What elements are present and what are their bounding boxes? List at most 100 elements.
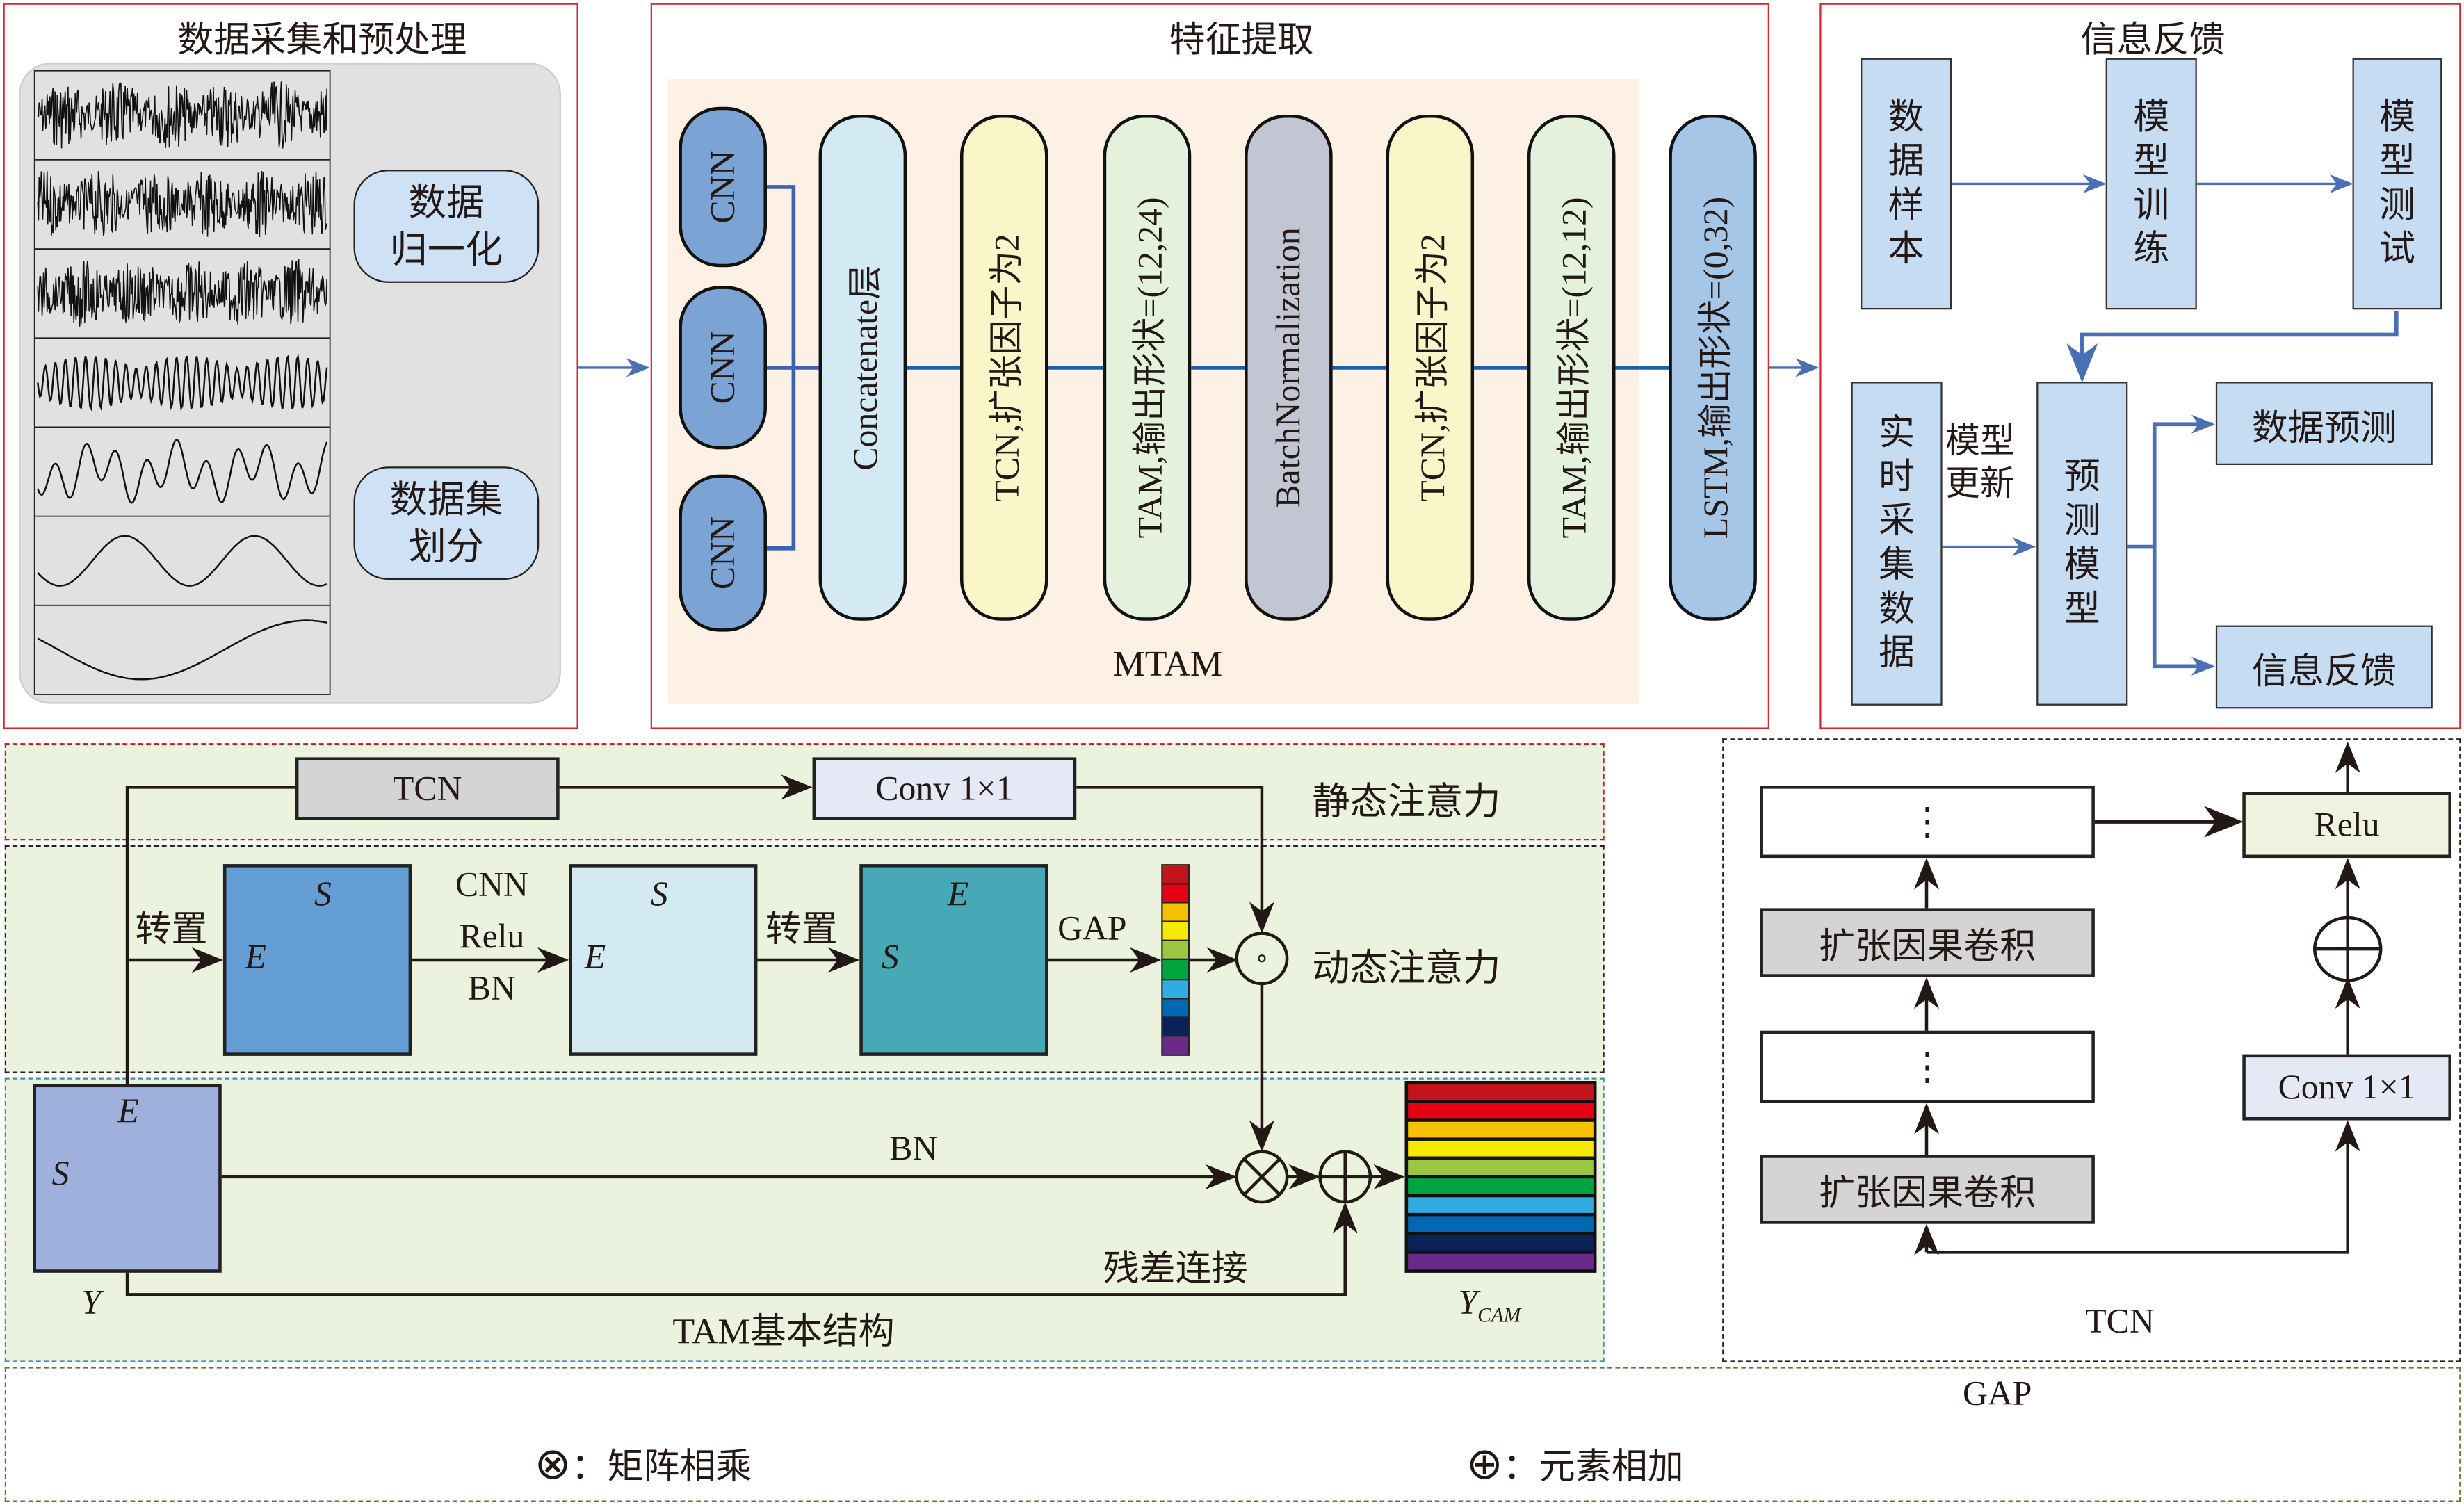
dilated-conv-label: 扩张因果卷积 (1819, 927, 2036, 968)
vertical-char: 模 (2133, 97, 2170, 138)
y-cam-stripe (1408, 1235, 1594, 1251)
cnn-block-3[interactable]: CNN (679, 474, 767, 632)
static-tcn-box[interactable]: TCN (295, 757, 560, 820)
realtime-data-box[interactable]: 实时采集数据 (1851, 382, 1943, 706)
bn-label: BN (889, 1128, 938, 1168)
data-sample-box[interactable]: 数据样本 (1861, 58, 1952, 310)
prediction-model-box[interactable]: 预测模型 (2036, 382, 2128, 706)
info-feedback-box[interactable]: 信息反馈 (2215, 625, 2433, 709)
dilated-conv-label: 扩张因果卷积 (1819, 1173, 2036, 1215)
dynamic-matrix-2[interactable]: S E (569, 864, 758, 1056)
feature-title: 特征提取 (1169, 20, 1314, 62)
dynamic-attention-label: 动态注意力 (1312, 945, 1501, 990)
relu-box[interactable]: Relu (2242, 792, 2451, 859)
gap-vector-cell (1162, 865, 1188, 885)
y-cam-stripe (1408, 1121, 1594, 1138)
vertical-char: 试 (2378, 229, 2415, 270)
input-matrix-y[interactable]: E S (33, 1084, 222, 1273)
tcn-conv-label: Conv 1×1 (2278, 1066, 2416, 1107)
vertical-char: 预 (2064, 457, 2100, 498)
normalize-button[interactable]: 数据 归一化 (353, 170, 540, 283)
arrow-test-to-model (2066, 311, 2399, 383)
layer-batchnorm[interactable]: BatchNormalization (1245, 114, 1333, 621)
oplus-icon: ⊕ (1466, 1438, 1503, 1490)
cnn-block-1[interactable]: CNN (679, 106, 767, 268)
ellipsis-icon: ⋮ (1908, 802, 1947, 843)
tcn-conv-box[interactable]: Conv 1×1 (2242, 1054, 2451, 1121)
gap-vector-cell (1162, 922, 1188, 942)
vertical-char: 测 (2064, 501, 2100, 542)
y-cam-stripe (1408, 1103, 1594, 1119)
dynamic-matrix-1[interactable]: S E (222, 864, 412, 1056)
layer-concatenate[interactable]: Concatenate层 (818, 114, 907, 621)
axis-s-label: S (881, 936, 899, 976)
preprocess-title: 数据采集和预处理 (177, 20, 467, 62)
layer-lstm[interactable]: LSTM,输出形状=(0,32) (1669, 114, 1757, 621)
gap-vector-cell (1162, 904, 1188, 923)
legend-gap-label: GAP (1962, 1373, 2032, 1413)
vertical-char: 集 (1879, 545, 1915, 587)
dilated-causal-conv-2[interactable]: 扩张因果卷积 (1760, 1155, 2095, 1224)
axis-e-label: E (584, 936, 606, 976)
gap-vector-cell (1162, 941, 1188, 961)
cnn-relu-bn-ops: CNN Relu BN (455, 858, 528, 1014)
axis-s-label: S (314, 873, 332, 913)
tcn-ellipsis-block-2[interactable]: ⋮ (1760, 1030, 2095, 1103)
gap-vector-cell (1162, 979, 1188, 999)
y-cam-stripe (1408, 1253, 1594, 1270)
vertical-char: 测 (2378, 185, 2415, 227)
static-conv-box[interactable]: Conv 1×1 (812, 757, 1077, 820)
tam-basic-title: TAM基本结构 (672, 1301, 894, 1354)
signal-frame (33, 70, 331, 695)
gap-vector (1161, 864, 1190, 1056)
vertical-char: 本 (1888, 229, 1924, 270)
data-prediction-box[interactable]: 数据预测 (2215, 382, 2433, 466)
vertical-char: 型 (2064, 589, 2100, 631)
tcn-ellipsis-block-1[interactable]: ⋮ (1760, 786, 2095, 859)
layer-tam-1[interactable]: TAM,输出形状=(12,24) (1103, 114, 1192, 621)
gap-vector-cell (1162, 961, 1188, 980)
legend-matmul: ⊗：矩阵相乘 (534, 1436, 752, 1490)
relu-label: Relu (2314, 804, 2380, 844)
layer-tam-2[interactable]: TAM,输出形状=(12,12) (1527, 114, 1616, 621)
tcn-skip-path (1927, 1120, 2360, 1254)
signal-waveform-4 (37, 353, 328, 412)
axis-e-label: E (245, 936, 266, 976)
signal-waveform-2 (37, 171, 327, 237)
y-to-static-tcn (125, 786, 295, 1084)
vertical-char: 数 (1879, 589, 1915, 631)
legend-region (4, 1367, 2461, 1502)
vertical-char: 据 (1888, 141, 1924, 183)
y-cam-stripe (1408, 1160, 1594, 1175)
transpose-label-1: 转置 (135, 909, 208, 951)
gap-label: GAP (1057, 908, 1127, 947)
vertical-char: 采 (1879, 501, 1915, 542)
static-attention-label: 静态注意力 (1312, 779, 1501, 824)
legend-add: ⊕：元素相加 (1466, 1436, 1684, 1490)
layer-tcn-1[interactable]: TCN,扩张因子为2 (959, 114, 1048, 621)
split-dataset-button[interactable]: 数据集 划分 (353, 466, 540, 580)
vertical-char: 数 (1888, 97, 1924, 138)
split-line2: 划分 (408, 524, 485, 569)
layer-tcn-2[interactable]: TCN,扩张因子为2 (1386, 114, 1475, 621)
ellipsis-icon: ⋮ (1908, 1047, 1947, 1089)
dilated-causal-conv-1[interactable]: 扩张因果卷积 (1760, 908, 2095, 977)
dynamic-matrix-3[interactable]: E S (859, 864, 1048, 1056)
y-cam-stripe (1408, 1084, 1594, 1100)
signal-waveform-1 (37, 81, 327, 149)
signal-waveform-5 (37, 438, 328, 504)
gap-vector-cell (1162, 998, 1188, 1018)
cnn-block-2[interactable]: CNN (679, 286, 767, 450)
legend-sep: ： (571, 1447, 608, 1488)
model-testing-box[interactable]: 模型测试 (2352, 58, 2442, 310)
gap-vector-cell (1162, 1018, 1188, 1037)
normalize-line2: 归一化 (389, 227, 503, 272)
y-cam-stripe (1408, 1140, 1594, 1157)
model-training-box[interactable]: 模型训练 (2105, 58, 2197, 310)
vertical-char: 实 (1879, 413, 1915, 455)
vertical-char: 型 (2133, 141, 2170, 183)
cnn-bus-line (766, 185, 819, 551)
vertical-char: 练 (2133, 229, 2170, 270)
conv-to-odot-arrow (1076, 786, 1275, 934)
